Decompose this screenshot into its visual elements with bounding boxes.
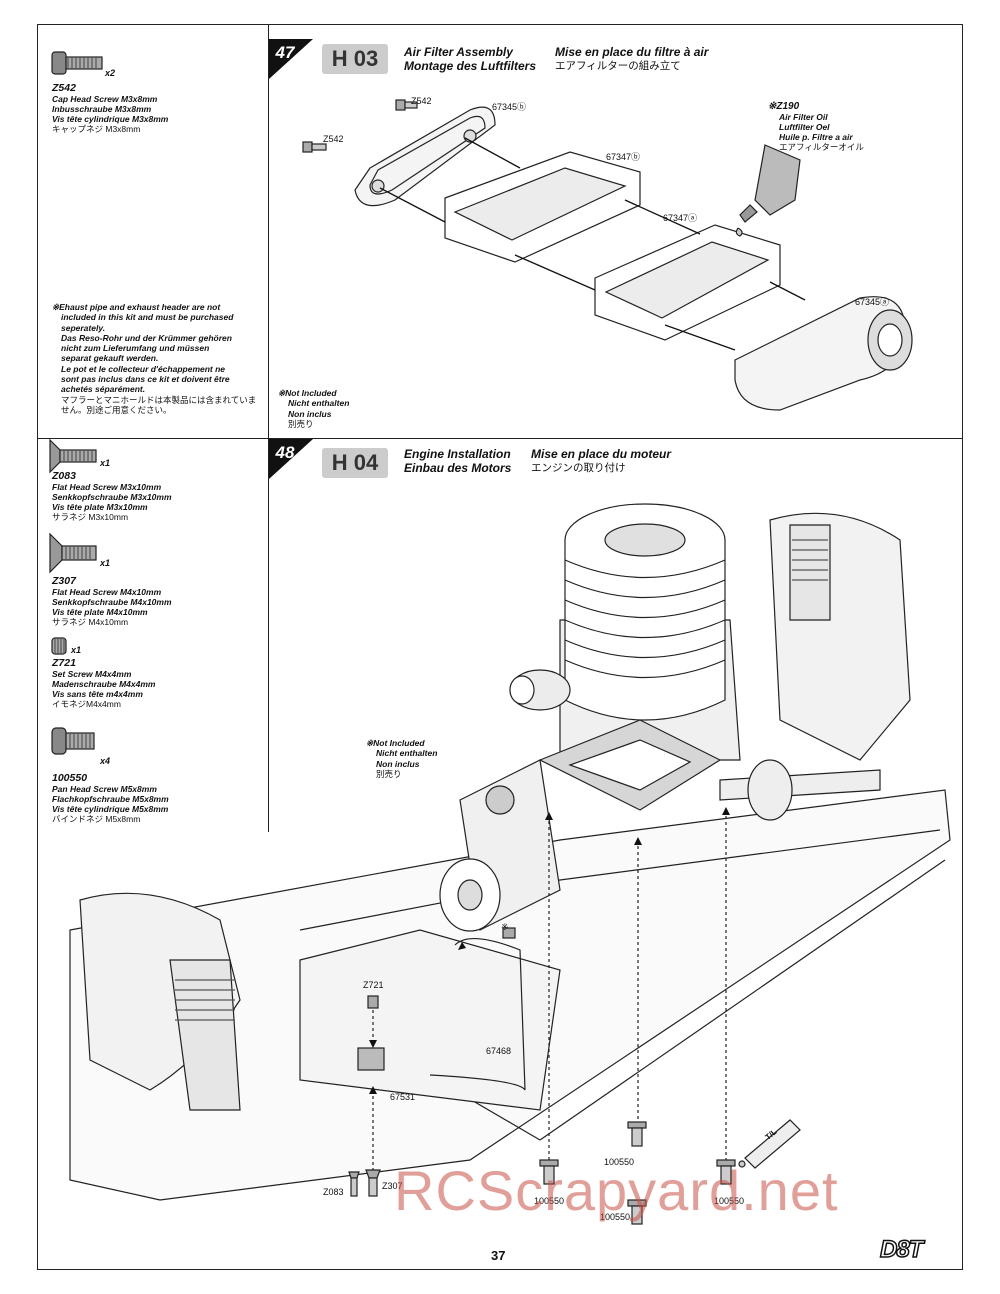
part-z083: Z083 Flat Head Screw M3x10mm Senkkopfsch… — [52, 470, 172, 522]
page-frame — [37, 24, 963, 1270]
exhaust-note: ※Ehaust pipe and exhaust header are not … — [52, 302, 257, 415]
label-z307: Z307 — [382, 1181, 403, 1191]
not-included-note-48: ※Not Included Nicht enthalten Non inclus… — [366, 738, 438, 779]
label-z083: Z083 — [323, 1187, 344, 1197]
step-48-title-left: Engine Installation Einbau des Motors — [404, 447, 512, 475]
air-filter-cover — [354, 106, 496, 207]
100550-screw-icon — [51, 727, 95, 755]
rear-suspension — [769, 512, 911, 761]
air-filter-base — [734, 296, 913, 411]
part-z542-qty: x2 — [105, 68, 116, 78]
carburetor — [509, 669, 571, 711]
watermark: RCScrapyard.net — [394, 1159, 839, 1222]
label-z721: Z721 — [363, 980, 384, 990]
mount-screws-48 — [348, 927, 736, 1225]
mounting-guide-lines — [372, 810, 727, 1170]
z083-screw-icon — [49, 438, 97, 474]
threadlock-tube — [738, 1119, 801, 1169]
part-z307: Z307 Flat Head Screw M4x10mm Senkkopfsch… — [52, 575, 172, 627]
not-included-note-47: ※Not Included Nicht enthalten Non inclus… — [278, 388, 350, 429]
label-not-included-mark: ※ — [501, 922, 509, 932]
label-z542-top: Z542 — [411, 96, 432, 106]
label-z542-left: Z542 — [323, 134, 344, 144]
assembly-guide-lines — [379, 137, 806, 351]
front-suspension — [79, 892, 241, 1111]
step-47-title-left: Air Filter Assembly Montage des Luftfilt… — [404, 45, 537, 73]
label-67345a: 67345ⓐ — [855, 297, 890, 307]
part-100550-qty: x4 — [100, 756, 111, 766]
clutch-flywheel — [439, 759, 561, 932]
label-100550-b: 100550 — [534, 1196, 565, 1206]
z307-screw-icon — [49, 532, 97, 574]
step-48-code: H 04 — [322, 448, 388, 478]
part-100550: 100550 Pan Head Screw M5x8mm Flachkopfsc… — [52, 772, 169, 824]
guide-arrows — [369, 807, 730, 1094]
part-z307-qty: x1 — [100, 558, 111, 568]
drive-shaft — [719, 759, 881, 821]
step-divider — [268, 438, 963, 439]
label-67345b: 67345ⓑ — [492, 102, 527, 112]
step-47-title-right: Mise en place du filtre à air エアフィルターの組み… — [555, 45, 709, 72]
parts-divider — [37, 438, 268, 439]
engine-mount — [538, 719, 722, 811]
small-screws-47 — [302, 99, 418, 153]
step-48-title-right: Mise en place du moteur エンジンの取り付け — [531, 447, 672, 474]
throttle-linkage — [357, 937, 526, 1091]
part-z542: Z542 Cap Head Screw M3x8mm Inbusschraube… — [52, 82, 169, 134]
z542-screw-icon — [51, 51, 103, 75]
label-67468: 67468 — [486, 1046, 512, 1056]
part-z721: Z721 Set Screw M4x4mm Madenschraube M4x4… — [52, 657, 156, 709]
label-67531: 67531 — [390, 1092, 416, 1102]
parts-column-divider — [268, 24, 269, 832]
label-67347a: 67347ⓐ — [663, 213, 698, 223]
air-filter-oil-note: ※Z190 Air Filter Oil Luftfilter Oel Huil… — [768, 101, 864, 153]
foam-filter-inner — [594, 224, 781, 341]
part-z721-qty: x1 — [71, 645, 82, 655]
step-47-code: H 03 — [322, 44, 388, 74]
air-filter-oil-bottle — [735, 144, 801, 237]
label-100550-d: 100550 — [600, 1212, 631, 1222]
part-z083-qty: x1 — [100, 458, 111, 468]
d8t-logo: D8T — [879, 1235, 924, 1264]
label-100550-c: 100550 — [714, 1196, 745, 1206]
z721-set-screw-icon — [51, 637, 67, 655]
label-100550-a: 100550 — [604, 1157, 635, 1167]
engine-block — [559, 503, 741, 761]
label-67347b: 67347ⓑ — [606, 152, 641, 162]
page-number: 37 — [491, 1248, 506, 1263]
foam-filter-outer — [444, 151, 641, 263]
